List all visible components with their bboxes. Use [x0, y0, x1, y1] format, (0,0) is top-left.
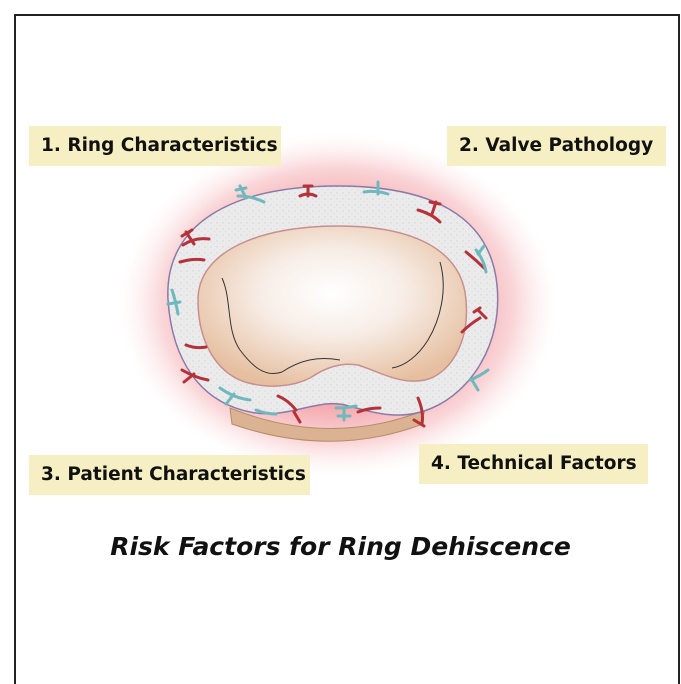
label-patient-characteristics: 3. Patient Characteristics [29, 455, 310, 495]
figure-caption: Risk Factors for Ring Dehiscence [0, 532, 681, 561]
label-valve-pathology: 2. Valve Pathology [447, 126, 666, 166]
label-technical-factors: 4. Technical Factors [419, 444, 648, 484]
label-ring-characteristics: 1. Ring Characteristics [29, 126, 281, 166]
valve-orifice [198, 226, 466, 386]
